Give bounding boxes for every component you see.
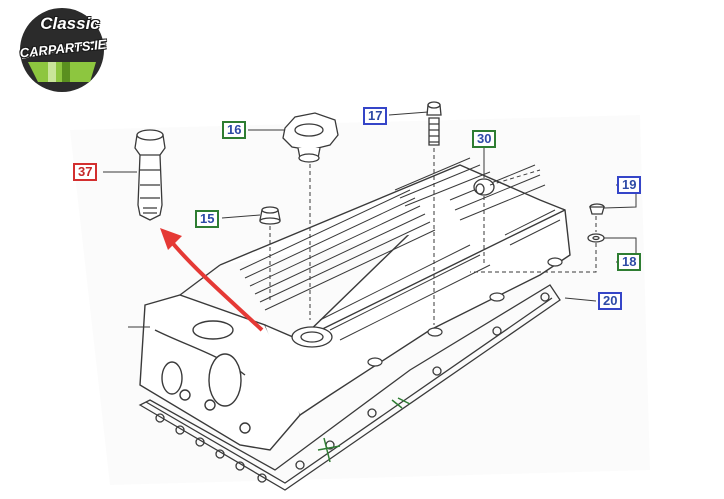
oil-filler-cap-part-16[interactable] — [282, 112, 339, 163]
callout-18[interactable]: 18 — [617, 253, 642, 271]
seal-part-30[interactable] — [473, 178, 495, 196]
classic-carparts-logo — [20, 8, 105, 92]
logo-line-classic: Classic — [40, 14, 100, 33]
breather-fitting-part-37[interactable] — [134, 129, 166, 221]
leader-lines — [103, 111, 637, 328]
washer-part-18[interactable] — [587, 233, 605, 243]
callout-19[interactable]: 19 — [617, 176, 642, 194]
screw-part-19[interactable] — [589, 203, 605, 215]
callout-17[interactable]: 17 — [363, 107, 388, 125]
bolt-part-17[interactable] — [426, 101, 442, 146]
alignment-lines — [269, 148, 597, 325]
filler-neck — [291, 326, 333, 348]
callout-15[interactable]: 15 — [195, 210, 220, 228]
nut-part-15[interactable] — [259, 206, 281, 225]
callout-37[interactable]: 37 — [73, 163, 98, 181]
red-indicator-arrow — [160, 228, 264, 332]
callout-16[interactable]: 16 — [222, 121, 247, 139]
callout-30[interactable]: 30 — [472, 130, 497, 148]
gasket-highlight-marks — [317, 397, 411, 463]
gasket-part-20[interactable] — [138, 284, 561, 491]
valve-cover-fins — [239, 157, 561, 341]
bolt-bosses — [367, 257, 563, 367]
callout-20[interactable]: 20 — [598, 292, 623, 310]
